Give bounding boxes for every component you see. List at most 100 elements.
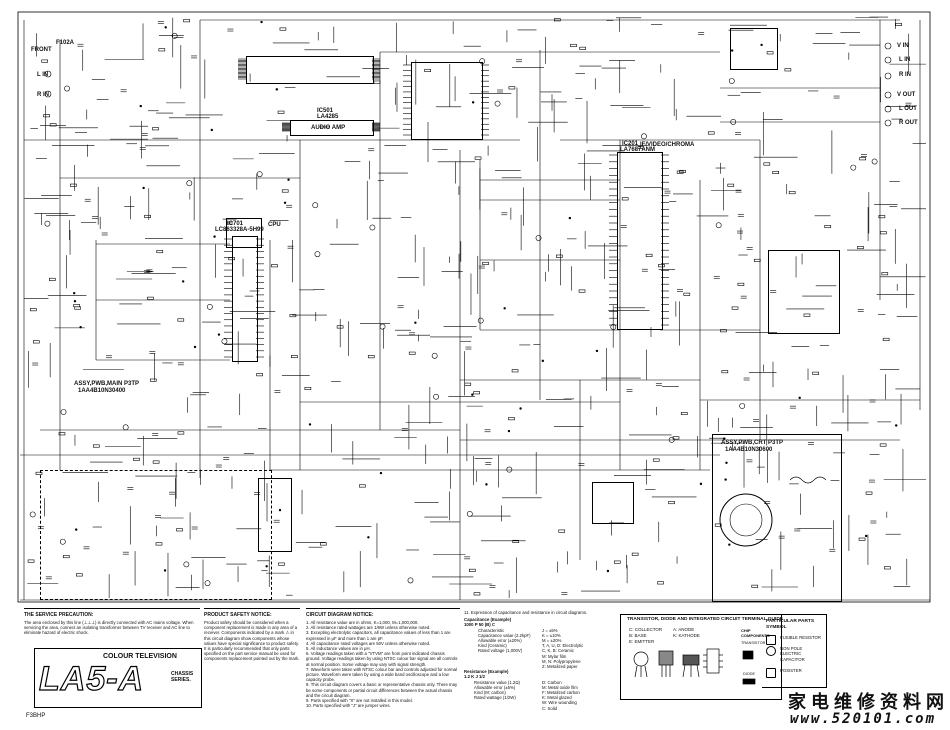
resistor-157 (859, 157, 866, 161)
node-103 (414, 321, 417, 324)
audio-amp-ic: IC501 LA4285 AUDIO AMP (290, 108, 374, 136)
audio-amp-ic-label: IC501 (317, 108, 334, 114)
cpu-name: CPU (268, 222, 281, 228)
resistor-136 (707, 131, 715, 135)
transistor-200 (221, 338, 228, 345)
resistor-231 (881, 272, 889, 276)
adjustment-table (768, 250, 840, 334)
resistor-65 (680, 412, 688, 416)
resistor-161 (884, 566, 891, 570)
parts-symbol-mark-0 (766, 635, 776, 645)
circuit-notice-list: 1. All resistance value are in ohms, K=1… (306, 620, 460, 708)
chip-title: CHIP COMPONENTS (741, 628, 770, 638)
resistor-33 (645, 253, 653, 257)
footer-code: F3BHP (26, 713, 46, 719)
crt-pwb-label: ASSY,PWB,CRT P3TP (721, 440, 784, 446)
resistor-193 (788, 191, 796, 195)
node-142 (181, 280, 185, 283)
resistor-45 (720, 329, 727, 333)
node-170 (379, 471, 383, 475)
guide-left-term-0: C: COLLECTOR (629, 627, 663, 632)
audio-amp-connector-block (246, 56, 374, 84)
resistor-213 (880, 231, 887, 235)
jack-7 (44, 90, 52, 98)
circuit-note-1: 2. All resistance rated wattages are 1/6… (306, 625, 431, 631)
transistor-20 (60, 409, 67, 415)
parts-symbol-0: FUSIBLE RESISTOR (766, 635, 824, 645)
jack-6 (44, 70, 52, 78)
power-transistor-drawing (682, 654, 700, 666)
resistor-145 (882, 337, 890, 341)
resistor-139 (784, 68, 792, 72)
cap-item-4: Rated voltage (1,000V) (478, 648, 523, 654)
terminal-guide-panel: TRANSISTOR, DIODE AND INTEGRATED CIRCUIT… (620, 614, 783, 700)
resistor-233 (156, 250, 164, 254)
ic-package-drawing (706, 648, 720, 674)
resistor-102 (147, 296, 154, 300)
to220-transistor-drawing (658, 650, 674, 666)
circuit-note-4: 5. All inductance values are in μH. (306, 646, 371, 652)
resistor-156 (41, 59, 48, 63)
cap-item-1: Capacitance value (2.2kpF) (478, 632, 531, 638)
product-safety-text: Product safety should be considered when… (204, 620, 300, 662)
resistor-15 (424, 68, 431, 72)
resistor-180 (43, 114, 50, 118)
circuit-note-8: 9. Parts specified with "X" are not inst… (306, 698, 413, 704)
cap-item-0: Characteristic (478, 627, 505, 633)
resistor-128 (511, 369, 519, 373)
jack-3 (884, 91, 892, 99)
resistor-61 (753, 258, 761, 262)
cap-tol-0: J = ±5% (542, 627, 558, 633)
cap-kind-2: M: Mylar film (542, 653, 567, 659)
node-153 (507, 429, 511, 433)
resistor-68 (751, 584, 759, 588)
resistor-221 (277, 110, 285, 114)
expression-title: 11. Expression of capacitance and resist… (464, 610, 588, 615)
crt-neck-inner (729, 503, 763, 537)
resistor-204 (631, 552, 639, 556)
transistor-248 (29, 511, 36, 518)
transistor-80 (407, 577, 414, 584)
resistor-24 (177, 431, 185, 435)
node-195 (217, 333, 221, 336)
res-items: Resistance value (1.2Ω)Allowable error (… (464, 680, 538, 711)
jack-4 (884, 105, 892, 113)
node-37 (213, 235, 216, 238)
rear-input-l: L IN (899, 57, 911, 63)
resistor-174 (152, 460, 160, 464)
transistor-141 (431, 352, 438, 359)
resistor-110 (473, 592, 481, 596)
cap-kind-1: C, K, B: Ceramic (542, 648, 574, 654)
cap-kind-3: M, N: Polypropylene (542, 658, 581, 664)
res-example-title: Resistance (Example) (464, 669, 509, 675)
transistor-75 (59, 538, 66, 545)
res-item-3: Rated wattage (1/2W) (474, 695, 516, 701)
node-169 (541, 359, 545, 363)
video-ic-part: LA7687ANM (620, 147, 656, 153)
resistor-66 (144, 214, 151, 218)
resistor-121 (49, 123, 57, 127)
resistor-97 (683, 292, 691, 296)
jack-0 (884, 42, 892, 50)
resistor-74 (177, 318, 185, 322)
front-input-l: L IN (37, 72, 49, 78)
resistor-98 (668, 501, 675, 505)
transistor-228 (44, 220, 51, 227)
resistor-43 (679, 169, 686, 173)
resistor-247 (133, 457, 140, 461)
resistor-223 (766, 51, 774, 55)
cpu-ic-label: IC701 (227, 221, 244, 227)
transistor-207 (730, 118, 737, 125)
resistor-206 (676, 170, 684, 174)
front-input-r: R IN (37, 92, 49, 98)
transistor-211 (641, 133, 647, 140)
resistor-91 (878, 215, 886, 219)
chassis-suffix: CHASSIS SERIES. (171, 671, 194, 683)
transistor-34 (171, 32, 178, 39)
cpu-ic-part: LC863328A-5H99 (215, 227, 264, 233)
resistor-32 (895, 22, 902, 26)
resistor-212 (176, 528, 183, 532)
